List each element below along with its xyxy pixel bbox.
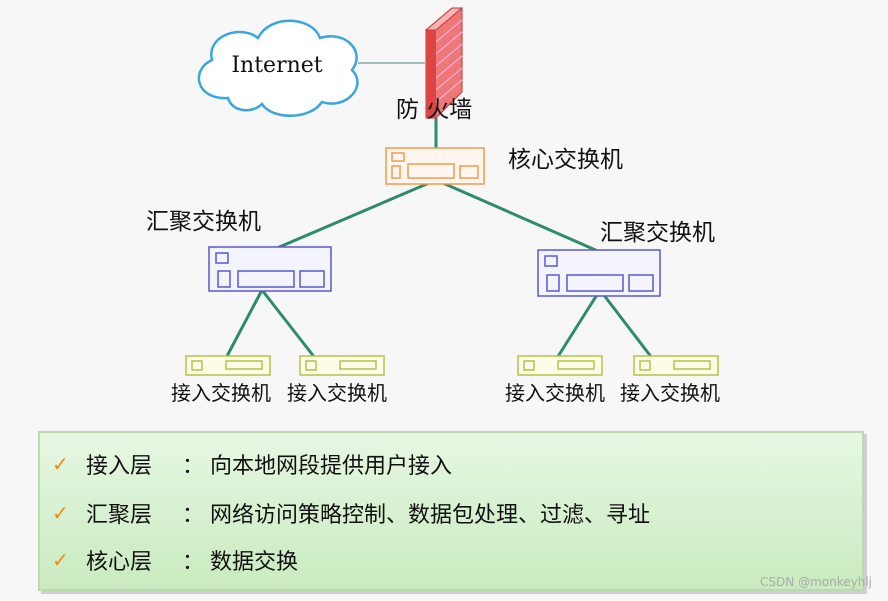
legend-colon: ：: [182, 503, 205, 528]
check-icon: ✓: [52, 501, 69, 525]
aggregation-switch-right-label: 汇聚交换机: [600, 220, 715, 246]
link-agg-left-access-1: [224, 289, 264, 359]
internet-cloud-icon: Internet: [197, 19, 359, 117]
firewall-label: 防 火墙: [396, 97, 472, 123]
legend-description: 向本地网段提供用户接入: [210, 454, 453, 479]
aggregation-switch-left-icon: [208, 246, 332, 292]
connection-lines: [224, 62, 654, 359]
link-agg-left-access-2: [260, 289, 317, 359]
link-core-agg-left: [269, 178, 437, 253]
link-agg-right-access-3: [555, 289, 602, 359]
internet-label: Internet: [231, 53, 322, 78]
legend-colon: ：: [182, 550, 205, 575]
access-switch-3-icon: [517, 355, 603, 376]
aggregation-switch-right-icon: [537, 249, 661, 297]
check-icon: ✓: [52, 548, 69, 572]
firewall-icon: [424, 7, 464, 119]
access-switch-2-icon: [299, 355, 385, 376]
link-core-agg-right: [435, 178, 601, 254]
legend-term: 接入层: [86, 454, 153, 479]
access-switch-label: 接入交换机: [505, 381, 605, 405]
access-switch-1-icon: [185, 355, 271, 376]
legend-item-core: ✓ 核心层 ： 数据交换: [52, 545, 298, 575]
access-switch-label: 接入交换机: [171, 381, 271, 405]
legend-item-aggregation: ✓ 汇聚层 ： 网络访问策略控制、数据包处理、过滤、寻址: [52, 498, 650, 528]
aggregation-switch-left-label: 汇聚交换机: [146, 209, 261, 235]
core-switch-icon: [385, 147, 485, 185]
legend-term: 核心层: [86, 550, 153, 575]
legend-item-access: ✓ 接入层 ： 向本地网段提供用户接入: [52, 449, 452, 479]
access-switch-4-icon: [633, 355, 719, 376]
legend-description: 网络访问策略控制、数据包处理、过滤、寻址: [210, 503, 651, 528]
access-switch-label: 接入交换机: [287, 381, 387, 405]
access-switch-label: 接入交换机: [620, 381, 720, 405]
link-agg-right-access-4: [598, 289, 654, 359]
watermark: CSDN @monkeyhlj: [760, 575, 872, 589]
legend-description: 数据交换: [210, 550, 299, 575]
layer-legend: ✓ 接入层 ： 向本地网段提供用户接入 ✓ 汇聚层 ： 网络访问策略控制、数据包…: [38, 431, 864, 591]
legend-term: 汇聚层: [86, 503, 153, 528]
check-icon: ✓: [52, 452, 69, 476]
legend-colon: ：: [182, 454, 205, 479]
core-switch-label: 核心交换机: [508, 147, 623, 173]
